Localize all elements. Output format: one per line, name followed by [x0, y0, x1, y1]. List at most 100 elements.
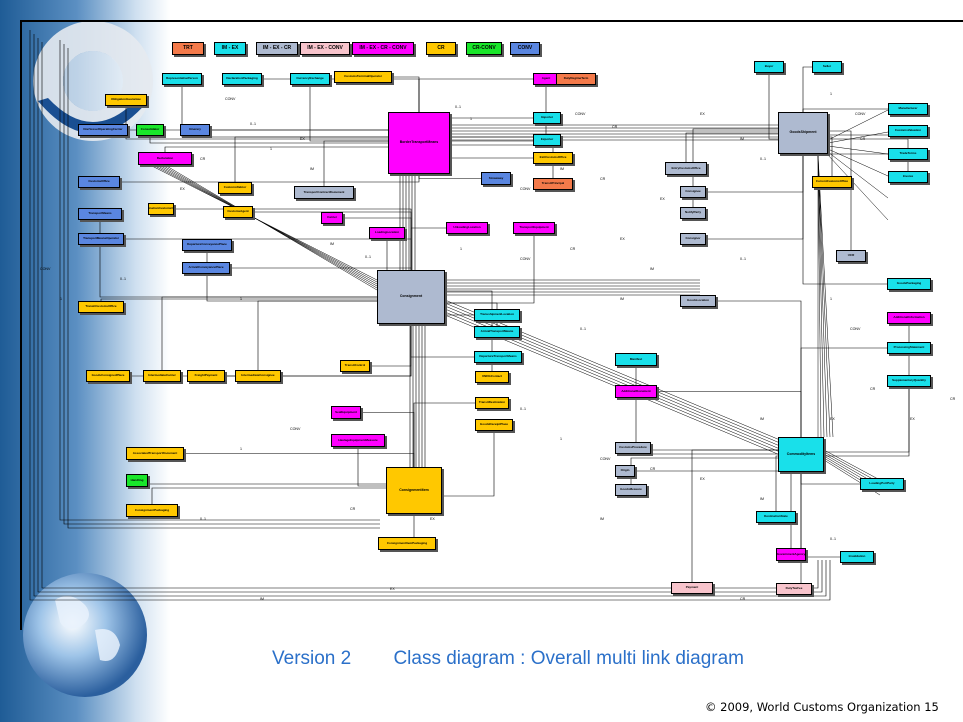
class-box-transport-equipment: TransportEquipment: [513, 222, 555, 234]
multiplicity-label: IM: [740, 137, 744, 141]
multiplicity-label: 1: [270, 147, 272, 151]
legend-item: CR-CONV: [466, 42, 502, 55]
class-box-seller: Seller: [812, 61, 842, 73]
class-box-exporter: Exporter: [533, 134, 561, 146]
multiplicity-label: 0..1: [365, 255, 371, 259]
association-line: [791, 460, 799, 555]
class-box-associated-transport-document: AssociatedTransportDocument: [126, 447, 184, 460]
multiplicity-label: CR: [600, 177, 606, 181]
frame-bundle-line: [68, 48, 380, 528]
multiplicity-label: EX: [390, 587, 395, 591]
class-box-departure-transport-means: DepartureTransportMeans: [474, 351, 522, 363]
legend-item: CONV: [510, 42, 540, 55]
class-box-border-transport-means: BorderTransportMeans: [388, 112, 450, 174]
class-box-seal-equipment: SealEquipment: [331, 406, 361, 419]
association-line: [161, 209, 411, 303]
class-box-intermediate-carrier: IntermediateCarrier: [143, 370, 181, 382]
multiplicity-label: 0..1: [520, 407, 526, 411]
multiplicity-label: EX: [660, 197, 665, 201]
class-box-customs-procedure: CustomsProcedure: [615, 442, 651, 454]
multiplicity-label: IM: [330, 242, 334, 246]
class-box-representative-person: RepresentativePerson: [162, 73, 202, 85]
class-box-unloading-location: UnloadingLocation: [446, 222, 488, 234]
class-box-manifest: Manifest: [615, 353, 657, 366]
multiplicity-label: CONV: [850, 327, 861, 331]
class-box-consignment-packaging: ConsignmentPackaging: [126, 504, 178, 517]
multiplicity-label: 0..1: [200, 517, 206, 521]
class-box-transport-means-operator: TransportMeansOperator: [78, 233, 124, 245]
multiplicity-label: IM: [560, 167, 564, 171]
multiplicity-label: EX: [620, 237, 625, 241]
class-box-obligation-guarantee: ObligationGuarantee: [105, 94, 147, 106]
class-box-currency-exchange: CurrencyExchange: [290, 73, 330, 85]
class-box-transport-means: TransportMeans: [78, 208, 122, 220]
class-box-stowaway: Stowaway: [481, 172, 511, 185]
multiplicity-label: CONV: [520, 257, 531, 261]
multiplicity-label: 1: [470, 117, 472, 121]
class-box-transit-control: TransitControl: [340, 360, 370, 372]
class-box-customs-terminal-operator: CustomsTerminalOperator: [334, 71, 392, 83]
multiplicity-label: 1: [830, 297, 832, 301]
class-box-commodity-items: CommodityItems: [778, 437, 824, 472]
class-box-destination-state: DestinationState: [756, 511, 796, 523]
class-box-consignment-item-packaging: ConsignmentItemPackaging: [378, 537, 436, 550]
class-box-goods-packaging: GoodsPackaging: [887, 278, 931, 290]
class-box-consignor: Consignor: [680, 233, 706, 245]
association-line: [137, 481, 410, 485]
class-box-duty-tax-fee: DutyTaxFee: [776, 583, 812, 595]
class-box-supplementary-quantity: SupplementaryQuantity: [887, 375, 931, 387]
class-box-customs-debtor: CustomsDebtor: [218, 182, 252, 194]
class-box-loading-location: LoadingLocation: [369, 227, 405, 239]
multiplicity-label: 1: [240, 447, 242, 451]
hub-bundle-line: [828, 132, 888, 143]
multiplicity-label: IM: [760, 417, 764, 421]
class-box-goods-consigned-place: GoodsConsignedPlace: [86, 370, 130, 382]
legend-item: TRT: [172, 42, 204, 55]
multiplicity-label: CR: [860, 137, 866, 141]
association-line: [182, 79, 415, 137]
legend-item: IM - EX - CONV: [300, 42, 350, 55]
association-line: [101, 239, 415, 299]
class-box-transit-destination: TransitDestination: [475, 397, 509, 409]
class-box-exit-customs-office: ExitCustomsOffice: [533, 152, 573, 164]
multiplicity-label: IM: [600, 517, 604, 521]
multiplicity-label: CONV: [600, 457, 611, 461]
multiplicity-label: IM: [310, 167, 314, 171]
class-box-invoice: Invoice: [888, 171, 928, 183]
multiplicity-label: CR: [200, 157, 206, 161]
class-box-notify-party: NotifyParty: [680, 207, 706, 219]
multiplicity-label: CONV: [40, 267, 51, 271]
multiplicity-label: EX: [700, 112, 705, 116]
multiplicity-label: EX: [430, 517, 435, 521]
class-box-duty-regime-term: DutyRegimeTerm: [556, 73, 596, 85]
legend-item: IM - EX - CR - CONV: [352, 42, 414, 55]
association-line: [155, 454, 414, 489]
class-box-consolidator: Consolidator: [136, 124, 164, 136]
hub-bundle-line: [818, 154, 830, 437]
multiplicity-label: CR: [650, 467, 656, 471]
class-box-customs-office: CustomsOffice: [78, 176, 120, 188]
multiplicity-label: 1: [560, 437, 562, 441]
multiplicity-label: CR: [612, 125, 618, 129]
multiplicity-label: IM: [650, 267, 654, 271]
class-box-itinerary: Itinerary: [180, 124, 210, 136]
multiplicity-label: 0..1: [250, 122, 256, 126]
association-line: [162, 297, 411, 376]
class-box-ucr: UCR: [836, 250, 866, 262]
class-box-transport-contract-document: TransportContractDocument: [294, 186, 354, 199]
class-box-intermediate-consignee: IntermediateConsignee: [235, 370, 281, 382]
class-box-destination-customs-office: DestinationCustomsOffice: [148, 203, 174, 215]
copyright-footer: © 2009, World Customs Organization 15: [705, 700, 939, 714]
class-box-goods-receipt-place: GoodsReceiptPlace: [475, 419, 513, 431]
multiplicity-label: CR: [740, 597, 746, 601]
multiplicity-label: 0..1: [830, 537, 836, 541]
class-box-non-vessel-operating-carrier: NonVesselOperatingCarrier: [78, 124, 128, 136]
association-line: [152, 488, 414, 511]
multiplicity-label: CR: [350, 507, 356, 511]
class-box-goods-measure: GoodsMeasure: [615, 484, 647, 496]
multiplicity-label: CR: [950, 397, 956, 401]
legend-item: IM - EX - CR: [256, 42, 298, 55]
class-box-handling: Handling: [126, 474, 148, 487]
multiplicity-label: CONV: [520, 187, 531, 191]
